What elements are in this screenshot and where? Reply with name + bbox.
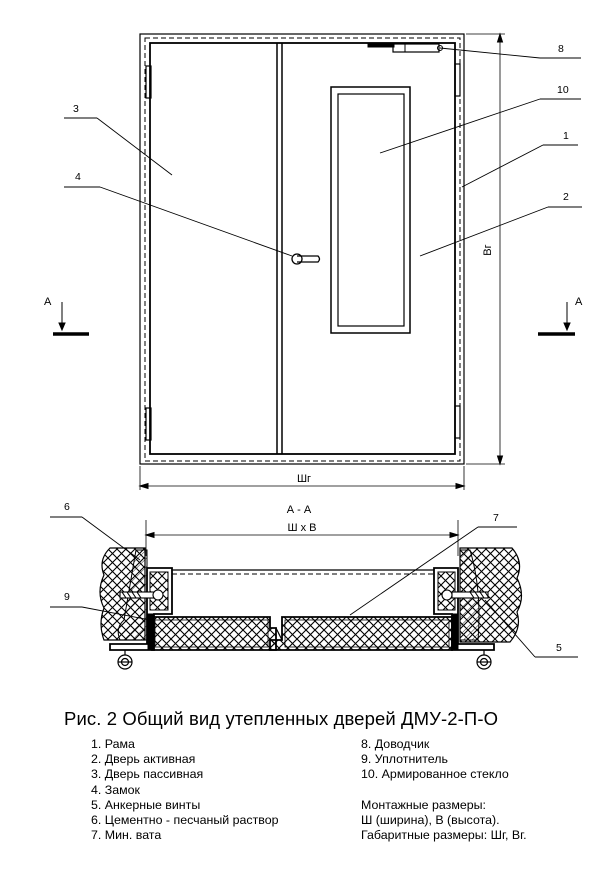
front-view	[139, 33, 465, 465]
mounting-notes: Монтажные размеры: Ш (ширина), В (высота…	[361, 798, 527, 844]
anchor-screw-right	[441, 589, 490, 601]
width-label: Шг	[297, 473, 311, 485]
legend-item: 7. Мин. вата	[91, 828, 162, 843]
frame-dashed-line	[144, 37, 461, 462]
legend-item: 6. Цементно - песчаный раствор	[91, 813, 279, 828]
opening-size-label: Ш х В	[287, 522, 316, 534]
mounting-note: Монтажные размеры:	[361, 797, 486, 812]
hinge-left-top	[145, 65, 152, 99]
hinge-section-left	[117, 650, 133, 670]
callout-4: 4	[75, 171, 81, 183]
legend-item: 3. Дверь пассивная	[91, 767, 204, 782]
legend-item: 10. Армированное стекло	[361, 767, 509, 782]
legend-item: 4. Замок	[91, 782, 140, 797]
callout-5: 5	[556, 642, 562, 654]
section-mark-right	[538, 302, 575, 336]
mounting-note: Габаритные размеры: Шг, Вг.	[361, 828, 527, 843]
callouts-section: 6 7 9 5	[64, 501, 562, 654]
mounting-note: Ш (ширина), В (высота).	[361, 812, 500, 827]
leaves-outline	[149, 42, 456, 455]
callouts-front: 8 10 1 2 3 4	[73, 43, 569, 203]
section-title: А - А	[287, 504, 312, 516]
callout-1: 1	[563, 130, 569, 142]
hinge-left-bottom	[145, 407, 152, 441]
glass-window	[330, 86, 411, 334]
callout-3: 3	[73, 103, 79, 115]
callout-8: 8	[558, 43, 564, 55]
callout-6: 6	[64, 501, 70, 513]
legend-item: 8. Доводчик	[361, 737, 430, 751]
seal-left	[147, 613, 155, 651]
callout-2: 2	[563, 191, 569, 203]
leaf-active-section	[269, 616, 453, 651]
dimension-height	[466, 32, 505, 466]
section-mark-left	[53, 302, 89, 336]
leader-lines-front	[64, 47, 582, 257]
height-label: Вг	[482, 244, 494, 255]
legend-right: 8. Доводчик 9. Уплотнитель 10. Армирован…	[361, 737, 527, 843]
anchor-screw-left	[119, 589, 164, 601]
dimension-width	[138, 466, 466, 490]
section-mark-left-label: А	[44, 296, 52, 308]
legend-item: 1. Рама	[91, 737, 135, 751]
hinge-right-bottom	[454, 405, 461, 439]
legend-item: 2. Дверь активная	[91, 752, 196, 767]
callout-7: 7	[493, 512, 499, 524]
frame-outline	[139, 33, 465, 465]
legend-item: 9. Уплотнитель	[361, 752, 448, 767]
hinge-section-right	[476, 650, 492, 670]
opening-dimension	[144, 520, 460, 556]
figure-caption: Рис. 2 Общий вид утепленных дверей ДМУ-2…	[64, 708, 499, 729]
hinge-right-top	[454, 63, 461, 97]
seal-right	[451, 613, 459, 651]
door-drawing: Шг Вг А А	[44, 32, 583, 670]
lock-handle	[291, 253, 321, 265]
leaf-passive-section	[151, 616, 277, 651]
section-mark-right-label: А	[575, 296, 583, 308]
door-closer	[392, 43, 440, 53]
leader-lines-section	[50, 516, 578, 658]
section-view	[99, 547, 523, 670]
callout-9: 9	[64, 591, 70, 603]
callout-10: 10	[557, 84, 569, 96]
legend-left: 1. Рама 2. Дверь активная 3. Дверь пасси…	[91, 737, 279, 843]
legend-item: 5. Анкерные винты	[91, 797, 201, 812]
